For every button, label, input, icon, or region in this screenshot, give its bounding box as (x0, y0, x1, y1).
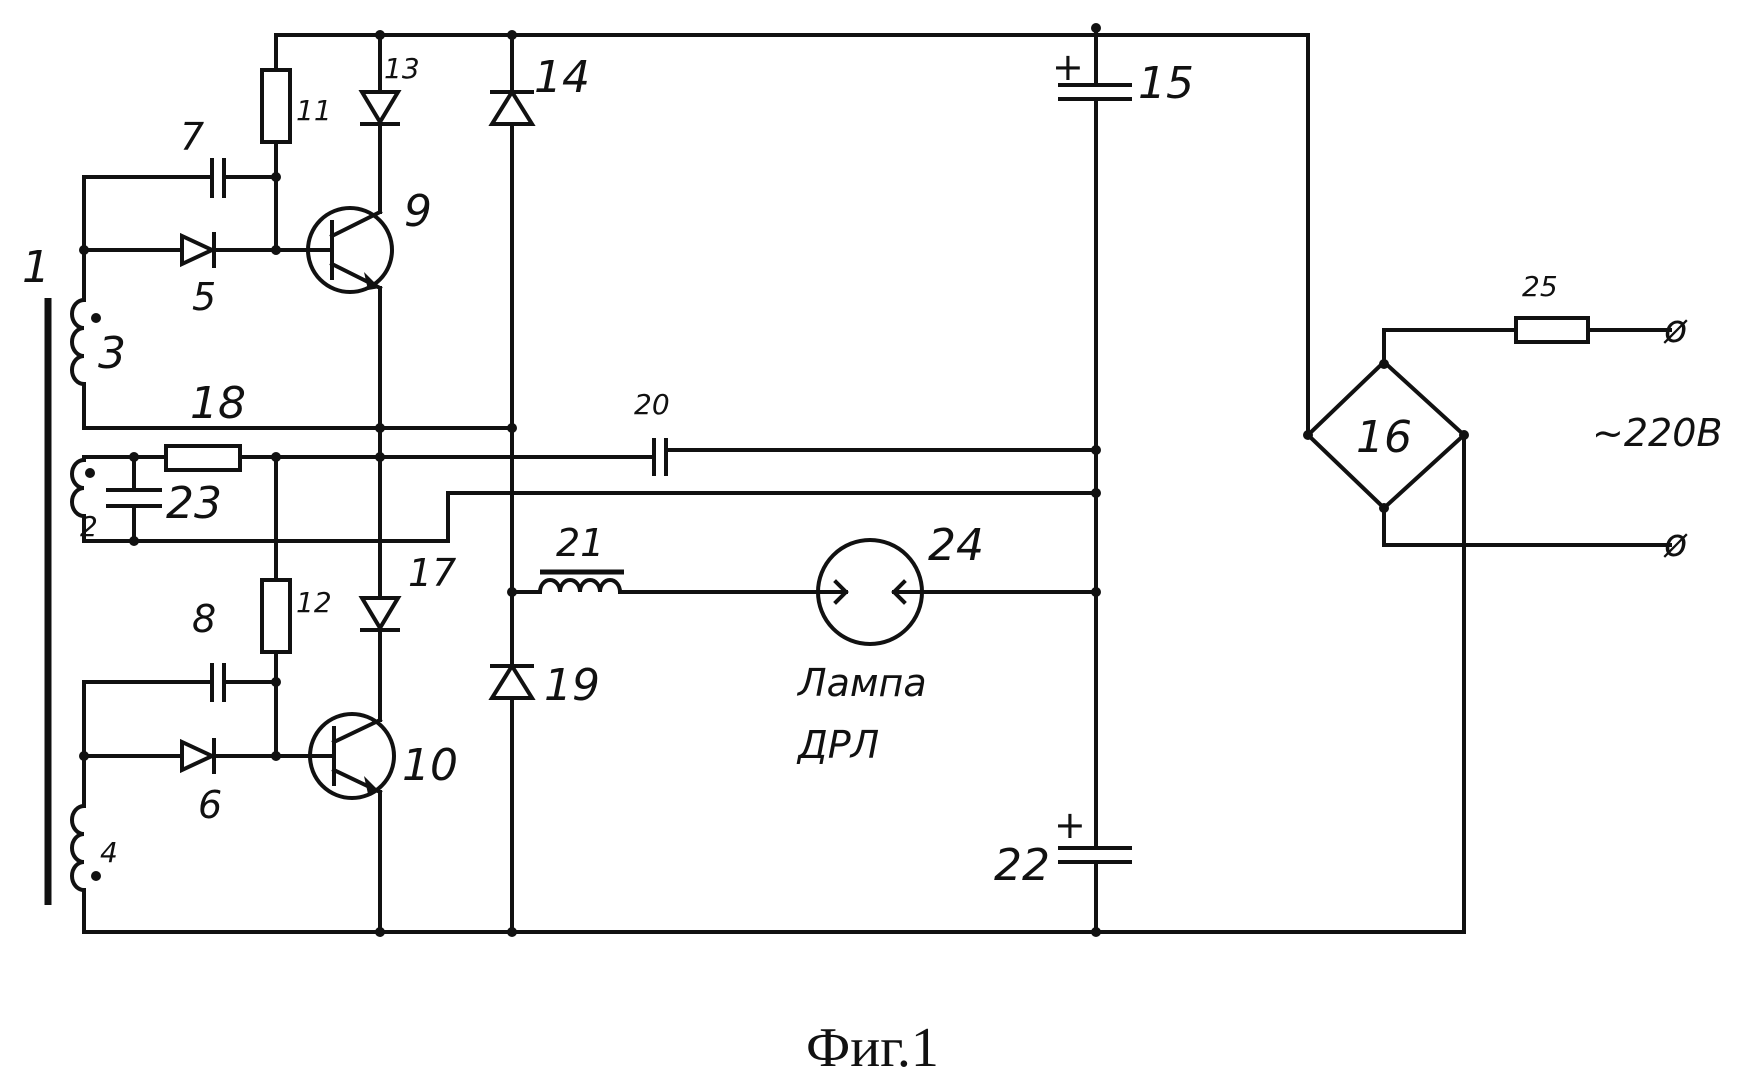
label-lamp-name-1: Лампа (796, 661, 927, 705)
label-winding-4: 4 (100, 836, 118, 869)
terminal-2-icon: ø (1663, 521, 1688, 565)
diode-17 (362, 560, 398, 720)
label-winding-2: 2 (80, 510, 98, 543)
terminal-1-icon: ø (1663, 307, 1688, 351)
label-plus-15: + (1052, 45, 1084, 89)
resistor-25 (1516, 318, 1588, 342)
winding-4 (72, 682, 1098, 932)
diode-19 (492, 666, 532, 932)
capacitor-7 (212, 160, 276, 196)
label-resistor-25: 25 (1522, 270, 1558, 303)
label-resistor-12: 12 (296, 586, 332, 619)
label-choke-21: 21 (556, 521, 604, 565)
label-transformer: 1 (22, 242, 50, 293)
label-cap-8: 8 (192, 597, 216, 641)
label-lamp-name-2: ДРЛ (796, 723, 879, 767)
label-resistor-11: 11 (296, 94, 332, 127)
resistor-18 (166, 446, 240, 470)
diode-5 (182, 234, 310, 266)
label-transistor-9: 9 (404, 186, 432, 237)
label-cap-20: 20 (634, 388, 670, 421)
label-cap-7: 7 (180, 115, 204, 159)
label-diode-13: 13 (384, 52, 420, 85)
resistor-11 (262, 70, 290, 142)
label-diode-5: 5 (192, 275, 216, 319)
label-cap-15: 15 (1138, 58, 1194, 109)
label-plus-22: + (1054, 803, 1086, 847)
label-diode-6: 6 (198, 783, 222, 827)
label-diode-19: 19 (544, 660, 600, 711)
label-transistor-10: 10 (402, 740, 458, 791)
label-cap-23: 23 (166, 478, 222, 529)
capacitor-20 (654, 440, 1096, 474)
transistor-10 (310, 714, 394, 798)
label-cap-22: 22 (994, 840, 1050, 891)
diode-6 (182, 740, 312, 772)
choke-21 (512, 572, 818, 592)
diode-14 (492, 35, 532, 428)
resistor-12 (262, 580, 290, 652)
label-supply-voltage: ~220В (1592, 411, 1722, 455)
label-diode-17: 17 (408, 551, 456, 595)
label-diode-14: 14 (534, 52, 590, 103)
figure-caption: Фиг.1 (806, 1017, 939, 1079)
transistor-9 (308, 208, 392, 292)
capacitor-22 (1060, 848, 1130, 932)
label-bridge-16: 16 (1356, 412, 1412, 463)
label-winding-3: 3 (98, 328, 126, 379)
capacitor-8 (212, 665, 276, 700)
label-lamp-24: 24 (928, 520, 984, 571)
label-resistor-18: 18 (190, 378, 246, 429)
